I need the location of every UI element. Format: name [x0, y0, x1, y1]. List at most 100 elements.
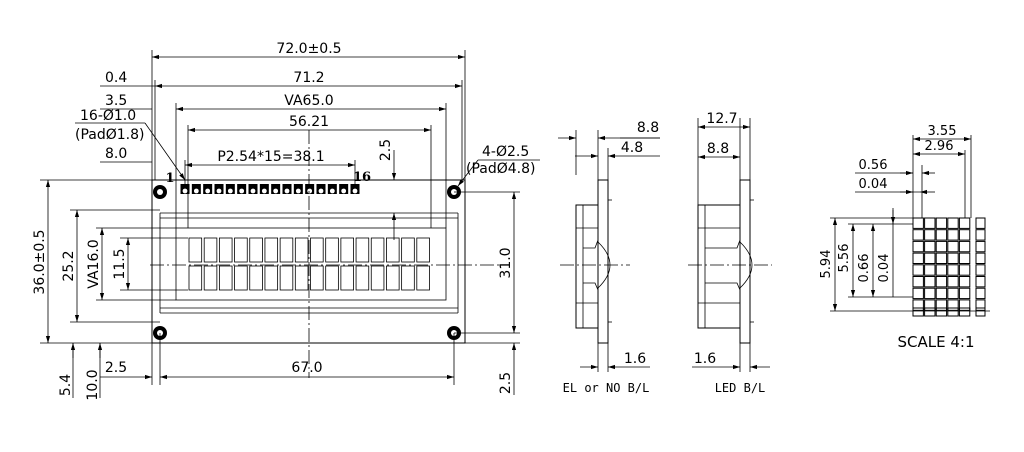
character-cell: [401, 265, 415, 291]
dot-pixel: [912, 287, 924, 300]
dot-side-pixel: [975, 252, 986, 265]
side-view-el: 8.8 4.8 1.6 EL or NO B/L: [558, 120, 660, 395]
dot-bottom-pixel: [924, 307, 936, 317]
dim-2-96: 2.96: [925, 139, 954, 154]
dot-pixel: [912, 264, 924, 276]
character-cell: [355, 265, 370, 291]
dim-0-04-v: 0.04: [877, 254, 892, 283]
dot-pixel: [912, 240, 924, 253]
dot-pixel: [935, 264, 948, 276]
character-cell: [279, 237, 294, 263]
pin-hole: [250, 188, 256, 194]
character-cell: [386, 237, 400, 263]
dot-matrix-side: [912, 217, 986, 317]
character-cell: [401, 237, 415, 263]
dot-side-pixel: [975, 240, 986, 253]
dot-pixel: [935, 252, 948, 265]
pin-hole: [307, 188, 313, 194]
dim-10-0: 10.0: [85, 369, 101, 400]
dot-pixel: [924, 229, 936, 241]
dim-5-4: 5.4: [58, 374, 74, 396]
pin-hole: [329, 188, 335, 194]
character-cell: [203, 265, 218, 291]
pin-hole: [239, 188, 245, 194]
dim-hole-span: 67.0: [291, 360, 322, 376]
dot-pixel: [924, 217, 936, 229]
dot-bottom-pixel: [912, 307, 924, 317]
dot-pixel: [958, 287, 971, 300]
dim-5-56: 5.56: [837, 244, 852, 273]
dot-pixel: [924, 240, 936, 253]
pin-hole: [227, 188, 233, 194]
dim-offset-3-5: 3.5: [105, 93, 127, 109]
pin-hole: [205, 188, 211, 194]
dot-bottom-pixel: [947, 307, 959, 317]
character-cell: [188, 265, 203, 291]
dot-side-pixel: [975, 264, 986, 276]
dot-pixel: [935, 240, 948, 253]
dim-active-area: 56.21: [289, 114, 329, 130]
led-dim-1-6: 1.6: [694, 351, 716, 367]
front-view: [150, 130, 500, 378]
character-cell: [218, 265, 233, 291]
character-cell: [279, 265, 294, 291]
dot-pixel: [935, 217, 948, 229]
pin-hole: [352, 188, 358, 194]
character-cell: [355, 237, 370, 263]
dim-bezel-width: 71.2: [293, 70, 324, 86]
dim-2-5-top: 2.5: [378, 139, 394, 161]
dim-2-5-right: 2.5: [498, 372, 514, 394]
dot-pixel: [958, 240, 971, 253]
dot-pixel: [958, 252, 971, 265]
dot-side-pixel: [975, 287, 986, 300]
dot-pixel: [935, 276, 948, 288]
dot-pixel: [912, 229, 924, 241]
dot-pixel: [924, 299, 936, 311]
character-cell: [370, 265, 385, 291]
dot-pixel: [947, 252, 959, 265]
dot-pixel: [924, 264, 936, 276]
character-cell: [310, 265, 324, 291]
character-cell: [264, 265, 279, 291]
dot-side-pixel: [975, 229, 986, 241]
character-cell: [325, 265, 339, 291]
dot-pixel: [912, 299, 924, 311]
dim-view-height: VA16.0: [86, 239, 102, 288]
dot-pixel: [947, 276, 959, 288]
dim-pin-pitch: P2.54*15=38.1: [217, 149, 324, 165]
pin-pad-spec: (PadØ1.8): [75, 127, 145, 143]
pin-16-label: 16: [353, 170, 371, 185]
led-dim-12-7: 12.7: [706, 111, 737, 127]
dim-0-04-h: 0.04: [859, 177, 888, 192]
character-grid: [188, 237, 430, 291]
pin-1-label: 1: [165, 171, 174, 186]
pin-hole: [193, 188, 199, 194]
dot-corner-pixel: [975, 307, 986, 317]
dim-2-5-left: 2.5: [105, 360, 127, 376]
mounting-holes: [153, 185, 461, 340]
front-dimensions: 72.0±0.5 71.2 VA65.0 56.21 P2.54*15=38.1…: [32, 41, 540, 401]
pin-hole: [273, 188, 279, 194]
dot-pixel: [935, 299, 948, 311]
dim-0-56: 0.56: [859, 158, 888, 173]
character-cell: [188, 237, 203, 263]
dim-offset-0-4: 0.4: [105, 70, 127, 86]
dim-height-total: 36.0±0.5: [32, 229, 48, 294]
dim-offset-8-0: 8.0: [105, 146, 127, 162]
pin-hole: [295, 188, 301, 194]
dim-hole-height: 31.0: [498, 247, 514, 278]
character-cell: [218, 237, 233, 263]
dot-pixel: [924, 276, 936, 288]
dim-overall-width: 72.0±0.5: [276, 41, 341, 57]
character-cell: [249, 237, 263, 263]
character-cell: [340, 265, 354, 291]
dim-5-94: 5.94: [819, 250, 834, 279]
dim-height-25-2: 25.2: [61, 250, 77, 281]
dim-active-height: 11.5: [112, 248, 128, 279]
dot-pixel: [958, 264, 971, 276]
dim-0-66: 0.66: [857, 254, 872, 283]
dot-pixel: [958, 229, 971, 241]
el-caption: EL or NO B/L: [563, 381, 650, 395]
dot-pixel: [958, 276, 971, 288]
